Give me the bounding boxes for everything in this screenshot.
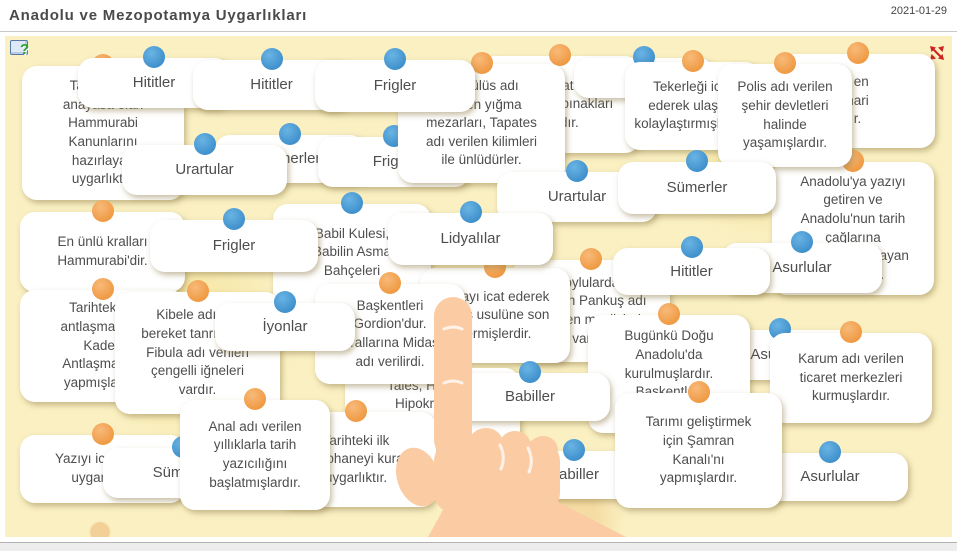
- orange-drag-pin-icon: [244, 388, 266, 410]
- card-text: Lidyalılar: [440, 230, 501, 247]
- card-text: Urartular: [547, 188, 607, 205]
- blue-drag-pin-icon: [819, 441, 841, 463]
- orange-drag-pin-icon: [345, 400, 367, 422]
- blue-drag-pin-icon: [563, 439, 585, 461]
- civilization-card[interactable]: Hititler: [613, 236, 770, 295]
- card-text: Babiller: [548, 466, 600, 483]
- civilization-card[interactable]: Babiller: [450, 361, 610, 421]
- orange-drag-pin-icon: [470, 52, 493, 74]
- orange-drag-pin-icon: [774, 52, 796, 74]
- blue-drag-pin-icon: [274, 291, 296, 313]
- title-bar: Anadolu ve Mezopotamya Uygarlıkları 2021…: [0, 0, 957, 32]
- card-text: Sümerler: [666, 179, 728, 196]
- civilization-card[interactable]: Lidyalılar: [388, 201, 553, 265]
- orange-drag-pin-icon: [91, 423, 114, 445]
- page-title: Anadolu ve Mezopotamya Uygarlıkları: [9, 7, 308, 24]
- orange-drag-pin-icon: [91, 200, 114, 222]
- card-text: Hititler: [670, 262, 713, 280]
- blue-drag-pin-icon: [459, 201, 482, 223]
- description-card[interactable]: Anal adı verilen yıllıklarla tarih yazıc…: [180, 388, 330, 510]
- card-text: İyonlar: [262, 318, 308, 335]
- hint-bubble-icon[interactable]: ?: [10, 40, 34, 62]
- blue-drag-pin-icon: [143, 46, 165, 68]
- description-card[interactable]: Tarımı geliştirmek için Şamran Kanalı'nı…: [615, 381, 782, 508]
- orange-drag-pin-icon: [681, 50, 704, 72]
- blue-drag-pin-icon: [566, 160, 588, 182]
- blue-drag-pin-icon: [686, 150, 708, 172]
- civilization-card[interactable]: Sümerler: [618, 150, 776, 214]
- civilization-card[interactable]: İyonlar: [215, 291, 355, 351]
- civilization-card[interactable]: Frigler: [150, 208, 318, 272]
- hint-sheet: [10, 40, 28, 55]
- blue-drag-pin-icon: [519, 361, 541, 383]
- card-text: Frigler: [212, 237, 256, 254]
- blue-drag-pin-icon: [279, 123, 301, 145]
- question-mark-glyph: ?: [20, 41, 30, 58]
- orange-drag-pin-icon: [846, 42, 869, 64]
- card-text: Karum adı verilen ticaret merkezleri kur…: [798, 351, 904, 404]
- blue-drag-pin-icon: [260, 48, 283, 70]
- card-text: Hititler: [250, 76, 293, 93]
- civilization-card[interactable]: Urartular: [122, 133, 287, 195]
- blue-drag-pin-icon: [384, 48, 406, 70]
- blue-drag-pin-icon: [341, 192, 363, 214]
- description-card[interactable]: Polis adı verilen şehir devletleri halin…: [718, 52, 852, 167]
- orange-drag-pin-icon: [379, 272, 401, 294]
- card-text: Babiller: [504, 388, 556, 405]
- card-text: Urartular: [175, 161, 234, 178]
- orange-drag-pin-icon: [549, 44, 571, 66]
- orange-drag-pin-icon: [91, 278, 114, 300]
- orange-drag-pin-icon: [840, 321, 862, 343]
- description-card[interactable]: Karum adı verilen ticaret merkezleri kur…: [770, 321, 932, 423]
- game-board: ? Tarihteki ilk an: [5, 36, 952, 537]
- card-text: Hititler: [132, 74, 176, 91]
- card-text: Polis adı verilen şehir devletleri halin…: [737, 79, 833, 151]
- orange-drag-pin-icon: [658, 303, 680, 325]
- card-text: Başkentleri Gordion'dur. Krallarına Mida…: [341, 297, 439, 369]
- card-text: Asurlular: [772, 259, 832, 276]
- orange-drag-pin-icon: [687, 381, 710, 403]
- card-text: Frigler: [373, 77, 417, 94]
- date-label: 2021-01-29: [890, 5, 947, 17]
- orange-drag-pin-icon: [580, 248, 602, 270]
- card-text: Anal adı verilen yıllıklarla tarih yazıc…: [208, 418, 302, 490]
- blue-drag-pin-icon: [223, 208, 245, 230]
- blue-drag-pin-icon: [193, 133, 216, 155]
- card-text: En ünlü kralları Hammurabi'dir.: [57, 234, 148, 268]
- civilization-card[interactable]: Frigler: [315, 48, 475, 112]
- card-text: Tarımı geliştirmek için Şamran Kanalı'nı…: [645, 414, 752, 486]
- blue-drag-pin-icon: [791, 231, 813, 253]
- orange-drag-pin-icon: [186, 280, 209, 302]
- blue-drag-pin-icon: [680, 236, 703, 258]
- card-text: Asurlular: [800, 468, 860, 485]
- footer-bar: [0, 542, 957, 551]
